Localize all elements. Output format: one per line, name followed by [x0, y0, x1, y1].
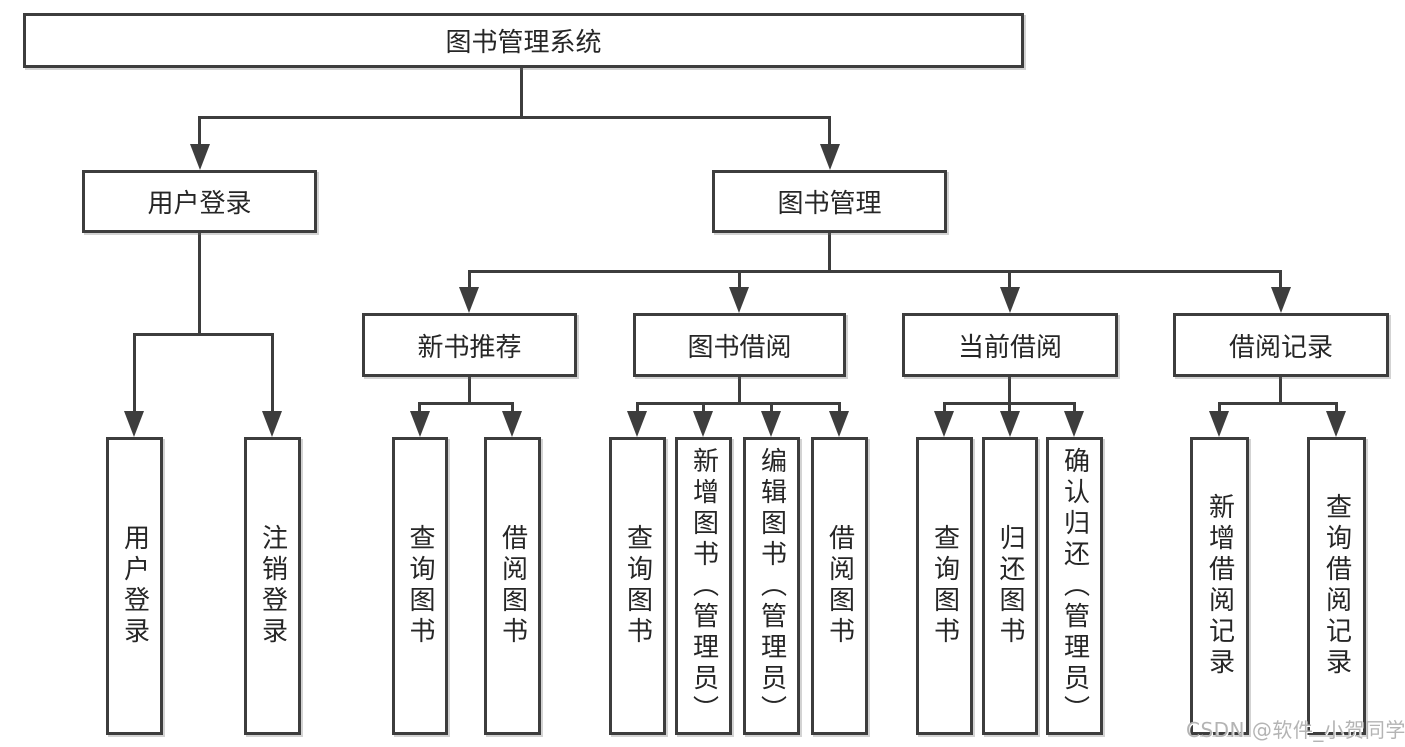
connector-vline	[1279, 377, 1282, 405]
arrow-down-icon	[693, 411, 713, 437]
connector-vline	[520, 68, 523, 118]
leaf-label: 查询图书	[622, 524, 653, 648]
connector-vline	[1218, 402, 1221, 414]
connector-vline	[271, 333, 274, 413]
arrow-down-icon	[627, 411, 647, 437]
node-user-login: 用户登录	[82, 170, 317, 233]
connector-vline	[133, 333, 136, 413]
connector-vline	[198, 116, 201, 146]
leaf-label: 新增借阅记录	[1204, 493, 1235, 679]
arrow-down-icon	[829, 411, 849, 437]
connector-hline	[468, 270, 1282, 273]
leaf-edit-book-admin: 编辑图书（管理员）	[743, 437, 800, 735]
connector-vline	[828, 233, 831, 272]
leaf-add-borrow-record: 新增借阅记录	[1190, 437, 1249, 735]
connector-vline	[838, 402, 841, 414]
connector-vline	[702, 402, 705, 414]
node-book-borrowing: 图书借阅	[633, 313, 846, 377]
leaf-add-book-admin: 新增图书（管理员）	[675, 437, 732, 735]
connector-hline	[133, 333, 274, 336]
node-book-management-label: 图书管理	[777, 189, 882, 219]
connector-vline	[636, 402, 639, 414]
leaf-label: 确认归还（管理员）	[1059, 446, 1090, 726]
connector-vline	[828, 116, 831, 146]
connector-vline	[770, 402, 773, 414]
connector-vline	[1279, 270, 1282, 290]
node-current-borrowing: 当前借阅	[902, 313, 1118, 377]
arrow-down-icon	[190, 144, 210, 170]
connector-vline	[1073, 402, 1076, 414]
leaf-query-books-recommend: 查询图书	[392, 437, 448, 735]
connector-vline	[738, 270, 741, 290]
node-root: 图书管理系统	[23, 13, 1024, 68]
connector-vline	[468, 270, 471, 290]
arrow-down-icon	[1000, 411, 1020, 437]
connector-vline	[738, 377, 741, 405]
leaf-query-books-current: 查询图书	[916, 437, 973, 735]
leaf-label: 新增图书（管理员）	[688, 446, 719, 726]
connector-vline	[198, 233, 201, 335]
leaf-label: 借阅图书	[824, 524, 855, 648]
node-borrowing-records-label: 借阅记录	[1228, 332, 1333, 363]
arrow-down-icon	[820, 144, 840, 170]
leaf-borrow-book: 借阅图书	[811, 437, 868, 735]
arrow-down-icon	[761, 411, 781, 437]
arrow-down-icon	[502, 411, 522, 437]
node-borrowing-records: 借阅记录	[1173, 313, 1389, 377]
connector-vline	[468, 377, 471, 405]
leaf-query-books-borrow: 查询图书	[609, 437, 666, 735]
leaf-confirm-return-admin: 确认归还（管理员）	[1046, 437, 1103, 735]
leaf-label: 编辑图书（管理员）	[756, 446, 787, 726]
connector-hline	[636, 402, 841, 405]
arrow-down-icon	[934, 411, 954, 437]
leaf-logout: 注销登录	[244, 437, 301, 735]
arrow-down-icon	[1064, 411, 1084, 437]
node-book-management: 图书管理	[712, 170, 947, 233]
leaf-label: 查询借阅记录	[1321, 493, 1352, 679]
arrow-down-icon	[459, 287, 479, 313]
leaf-label: 借阅图书	[497, 524, 528, 648]
arrow-down-icon	[124, 411, 144, 437]
connector-hline	[1218, 402, 1338, 405]
arrow-down-icon	[1271, 287, 1291, 313]
node-root-label: 图书管理系统	[445, 28, 602, 58]
leaf-label: 归还图书	[995, 524, 1025, 648]
leaf-return-book: 归还图书	[982, 437, 1038, 735]
connector-vline	[418, 402, 421, 414]
connector-hline	[418, 402, 514, 405]
leaf-user-login: 用户登录	[106, 437, 163, 735]
connector-vline	[943, 402, 946, 414]
leaf-label: 用户登录	[119, 524, 150, 648]
arrow-down-icon	[1209, 411, 1229, 437]
connector-vline	[1335, 402, 1338, 414]
leaf-query-borrow-record: 查询借阅记录	[1307, 437, 1366, 735]
connector-vline	[1008, 270, 1011, 290]
leaf-borrow-book-recommend: 借阅图书	[484, 437, 541, 735]
arrow-down-icon	[262, 411, 282, 437]
node-new-book-recommend-label: 新书推荐	[417, 332, 522, 363]
leaf-label: 查询图书	[405, 524, 435, 648]
arrow-down-icon	[410, 411, 430, 437]
leaf-label: 注销登录	[257, 524, 288, 648]
leaf-label: 查询图书	[929, 524, 960, 648]
connector-vline	[1008, 402, 1011, 414]
arrow-down-icon	[1000, 287, 1020, 313]
node-current-borrowing-label: 当前借阅	[957, 332, 1062, 363]
connector-vline	[1008, 377, 1011, 405]
arrow-down-icon	[1326, 411, 1346, 437]
arrow-down-icon	[729, 287, 749, 313]
connector-hline	[198, 116, 831, 119]
node-new-book-recommend: 新书推荐	[362, 313, 577, 377]
node-user-login-label: 用户登录	[147, 189, 252, 219]
node-book-borrowing-label: 图书借阅	[687, 332, 792, 363]
csdn-watermark: CSDN @软件_小贺同学	[1186, 718, 1405, 742]
connector-vline	[511, 402, 514, 414]
